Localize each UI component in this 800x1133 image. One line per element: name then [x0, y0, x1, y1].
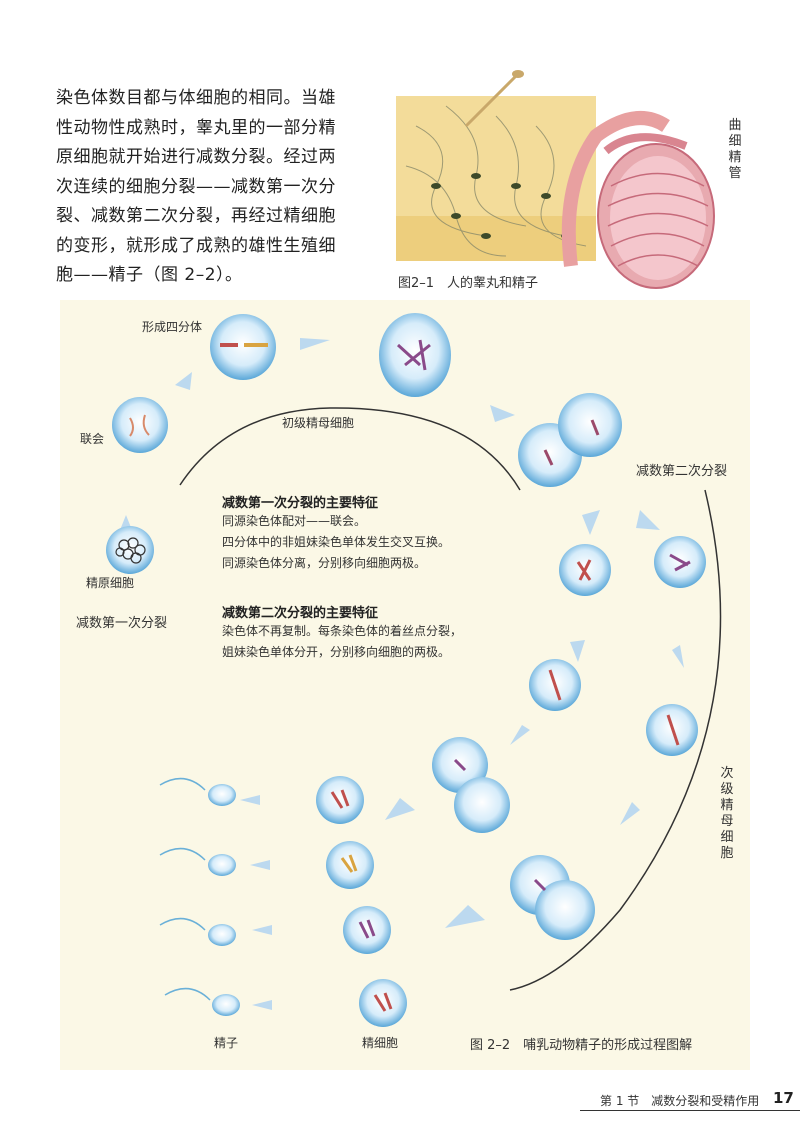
spermatid-cell [326, 841, 374, 889]
sperm-cell [208, 924, 236, 946]
figure2-caption: 图 2–2 哺乳动物精子的形成过程图解 [470, 1038, 693, 1053]
tetrad-cell [210, 314, 276, 380]
synapsis-label: 联会 [80, 432, 105, 446]
primary-spermatocyte-label: 初级精母细胞 [282, 416, 355, 430]
synapsis-cell [112, 397, 168, 453]
meiosis-two-label: 减数第二次分裂 [636, 464, 728, 479]
intro-line: 原细胞就开始进行减数分裂。经过两 [56, 147, 336, 167]
meiosis-one-features: 减数第一次分裂的主要特征 同源染色体配对——联会。 四分体中的非姐妹染色单体发生… [222, 492, 450, 574]
anaphase-one-cell-b [558, 393, 622, 457]
feature-title: 减数第二次分裂的主要特征 [222, 606, 379, 621]
metaphase-one-cell [379, 313, 451, 397]
spermatid-label: 精细胞 [362, 1036, 399, 1050]
feature-line: 同源染色体分离，分别移向细胞两极。 [222, 556, 427, 570]
feature-line: 四分体中的非姐妹染色单体发生交叉互换。 [222, 535, 451, 549]
feature-line: 同源染色体配对——联会。 [222, 514, 367, 528]
meiosis-two-features: 减数第二次分裂的主要特征 染色体不再复制。每条染色体的着丝点分裂， 姐妹染色单体… [222, 602, 462, 663]
footer-section: 第 1 节 减数分裂和受精作用 [600, 1094, 760, 1108]
spermatid-cell [359, 979, 407, 1027]
intro-line: 胞——精子（图 2–2）。 [56, 265, 243, 285]
footer-rule [580, 1110, 800, 1111]
figure1-caption: 图2–1 人的睾丸和精子 [398, 276, 539, 291]
spermatid-cell [316, 776, 364, 824]
meiosis-one-label: 减数第一次分裂 [76, 616, 168, 631]
intro-line: 裂、减数第二次分裂，再经过精细胞 [56, 206, 336, 226]
feature-line: 姐妹染色单体分开，分别移向细胞的两极。 [222, 645, 451, 659]
anaphase-two-cell-b2 [535, 880, 595, 940]
secondary-spermatocyte-arc [509, 489, 722, 991]
spermatogenesis-diagram [106, 313, 722, 1027]
intro-line: 性动物性成熟时，睾丸里的一部分精 [56, 117, 336, 138]
secondary-spermatocyte-label: 次级精母细胞 [720, 766, 734, 861]
intro-line: 染色体数目都与体细胞的相同。当雄 [56, 88, 336, 108]
testis-sperm-illustration [396, 70, 715, 289]
feature-line: 染色体不再复制。每条染色体的着丝点分裂， [222, 624, 463, 638]
intro-line: 的变形，就形成了成熟的雄性生殖细 [56, 235, 336, 256]
sperm-label: 精子 [214, 1036, 239, 1050]
intro-line: 次连续的细胞分裂——减数第一次分 [56, 176, 336, 197]
figure2-panel [60, 300, 750, 1070]
sperm-cell [208, 784, 236, 806]
spermatogonium-label: 精原细胞 [86, 576, 135, 590]
sperm-cell [212, 994, 240, 1016]
intro-paragraph: 染色体数目都与体细胞的相同。当雄 性动物性成熟时，睾丸里的一部分精 原细胞就开始… [56, 84, 356, 291]
sperm-cell [208, 854, 236, 876]
seminiferous-tubule-label: 曲细精管 [728, 118, 742, 181]
page-number: 17 [773, 1089, 794, 1107]
spermatid-cell [343, 906, 391, 954]
primary-spermatocyte-arc [179, 407, 521, 491]
tetrad-label: 形成四分体 [142, 320, 203, 334]
anaphase-two-cell-a2 [454, 777, 510, 833]
feature-title: 减数第一次分裂的主要特征 [222, 496, 379, 511]
